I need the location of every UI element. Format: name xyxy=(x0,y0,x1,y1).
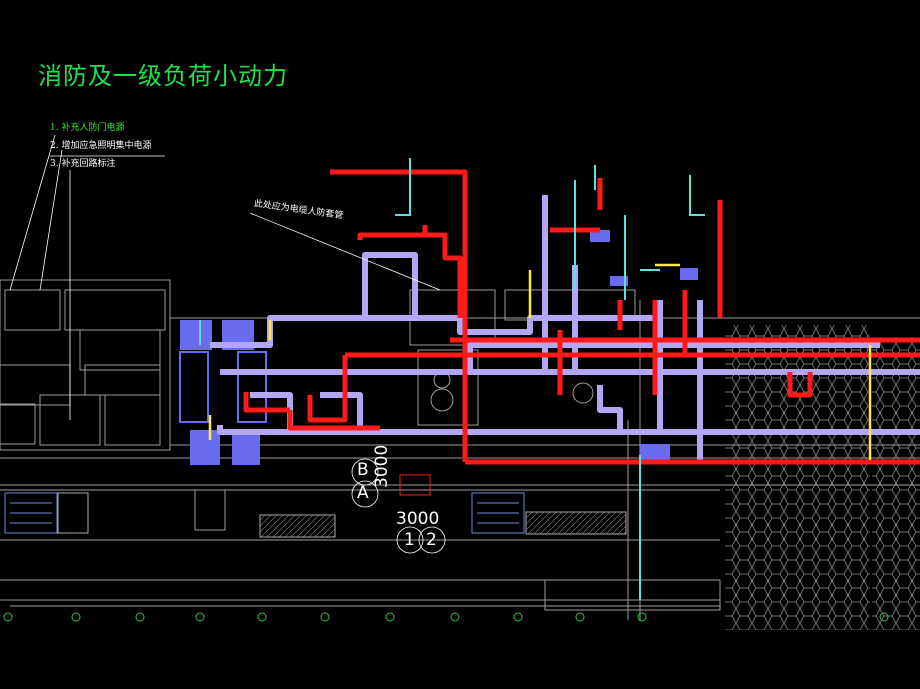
equipment-racks xyxy=(4,492,627,538)
note-number: 1. xyxy=(50,123,59,133)
drawing-title: 消防及一级负荷小动力 xyxy=(38,62,288,90)
note-item-3: 3. 补充回路标注 xyxy=(50,156,115,169)
grid-axis-markers xyxy=(3,612,889,622)
vertical-dimension: 3000 xyxy=(372,444,392,488)
lavender-duct-routes xyxy=(210,195,920,460)
note-leader-lines xyxy=(9,134,441,420)
grid-label-2: 2 xyxy=(426,530,437,550)
note-text: 补充人防门电源 xyxy=(61,123,125,133)
grid-label-a: A xyxy=(357,483,369,503)
grid-bubbles xyxy=(351,458,446,554)
grid-label-b: B xyxy=(357,460,369,480)
yellow-pipe-routes xyxy=(208,263,872,460)
cyan-pipe-routes xyxy=(199,158,705,600)
note-number: 3. xyxy=(50,159,59,169)
red-marker-box xyxy=(399,474,431,496)
note-text: 补充回路标注 xyxy=(61,159,116,169)
note-number: 2. xyxy=(50,141,59,151)
note-text: 增加应急照明集中电源 xyxy=(61,141,152,151)
horizontal-dimension: 3000 xyxy=(396,509,440,529)
note-item-1: 1. 补充人防门电源 xyxy=(50,120,124,133)
note-item-2: 2. 增加应急照明集中电源 xyxy=(50,138,151,151)
grid-label-1: 1 xyxy=(404,530,415,550)
fire-duct-routes xyxy=(243,169,920,465)
